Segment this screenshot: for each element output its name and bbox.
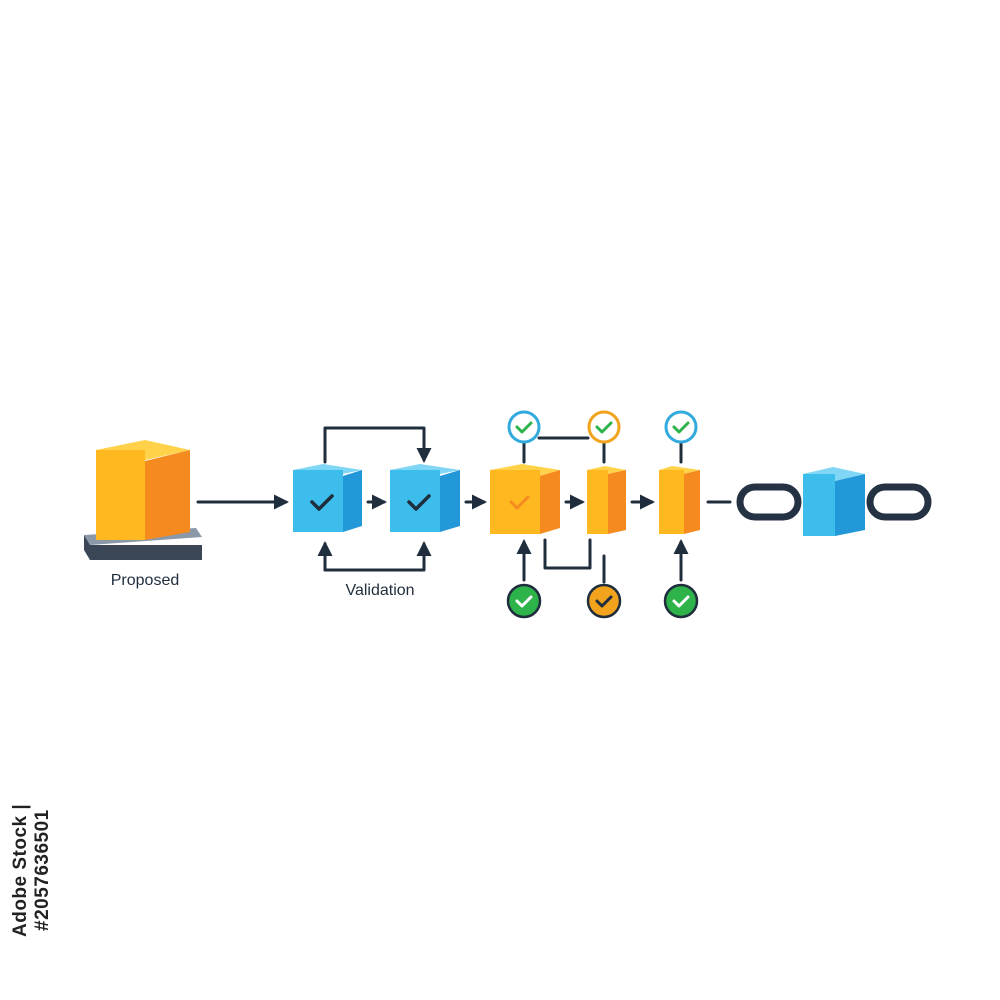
validation-loop-top — [323, 426, 432, 464]
check-icon — [515, 421, 533, 434]
proposed-block: Proposed — [84, 440, 202, 589]
validation-loop-bottom — [323, 544, 424, 572]
validation-label: Validation — [345, 582, 414, 599]
check-icon — [672, 595, 690, 608]
check-icon — [509, 495, 530, 510]
top-validator-2 — [587, 410, 621, 444]
thin-block-2 — [659, 466, 700, 534]
proposed-cube-side — [145, 450, 190, 540]
check-icon — [595, 421, 613, 434]
check-icon — [515, 595, 533, 608]
proposed-cube-front — [96, 450, 145, 540]
bottom-validator-1 — [506, 583, 542, 619]
proposed-label: Proposed — [111, 572, 180, 589]
check-icon — [672, 421, 690, 434]
validation-cube-1 — [293, 464, 362, 532]
top-validator-1 — [507, 410, 541, 444]
validation-group: Validation — [293, 426, 460, 599]
bottom-validator-3 — [663, 583, 699, 619]
chain-link-icon-left — [736, 483, 802, 521]
thin-block-1 — [587, 466, 626, 534]
check-icon — [310, 494, 334, 511]
consensus-cube — [490, 464, 560, 534]
bottom-connector-2 — [543, 538, 592, 570]
stock-id-text: Adobe Stock | #2057636501 — [10, 803, 53, 937]
check-icon — [407, 494, 431, 511]
bottom-validator-2 — [586, 583, 622, 619]
validation-cube-2 — [390, 464, 460, 532]
top-validator-3 — [664, 410, 698, 444]
final-block — [803, 467, 865, 536]
platform-base — [84, 535, 90, 560]
check-icon — [595, 595, 613, 608]
platform-front — [90, 545, 202, 560]
chain-link-icon-right — [866, 483, 932, 521]
